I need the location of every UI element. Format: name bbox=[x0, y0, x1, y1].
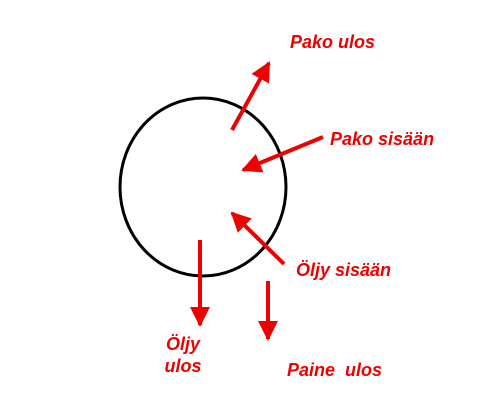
pako-sisaan-label: Pako sisään bbox=[330, 129, 435, 149]
oljy-sisaan-arrow bbox=[230, 211, 286, 266]
oljy-sisaan-label: Öljy sisään bbox=[296, 260, 392, 280]
pako-ulos-label: Pako ulos bbox=[290, 32, 376, 52]
oljy-ulos-label: Öljy ulos bbox=[162, 333, 204, 377]
paine-ulos-label: Paine ulos bbox=[287, 360, 383, 380]
oljy-ulos-label-line1: Öljy bbox=[165, 334, 200, 354]
body-circle bbox=[118, 96, 288, 278]
pako-sisaan-arrow bbox=[241, 135, 324, 173]
oljy-ulos-label-line2: ulos bbox=[164, 356, 202, 376]
pako-ulos-arrow bbox=[230, 61, 271, 131]
